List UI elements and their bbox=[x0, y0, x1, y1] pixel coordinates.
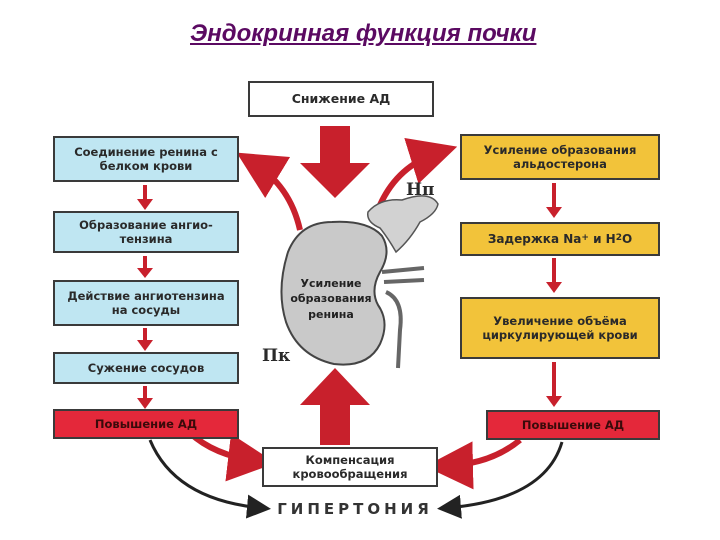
top-box-pressure-drop: Снижение АД bbox=[248, 81, 434, 117]
arrow-right-to-bottom bbox=[425, 437, 522, 490]
left-box-renin-binding: Соединение ренина с белком крови bbox=[53, 136, 239, 182]
big-down-arrow bbox=[300, 126, 370, 198]
kidney-shape bbox=[280, 220, 388, 366]
retention-mid: и Н bbox=[588, 231, 616, 246]
kidney-label: Усиление образования ренина bbox=[290, 277, 372, 321]
retention-sup: + bbox=[581, 233, 589, 244]
retention-prefix: Задержка Na bbox=[487, 231, 582, 246]
arc-right-to-hypertension bbox=[437, 441, 564, 519]
left-box-pressure-rise: Повышение АД bbox=[53, 409, 239, 439]
left-chain-arrows bbox=[137, 185, 153, 409]
left-box-angiotensin-formation: Образование ангио-тензина bbox=[53, 211, 239, 253]
adrenal-gland bbox=[367, 195, 439, 254]
hypertension-label: ГИПЕРТОНИЯ bbox=[277, 500, 433, 518]
left-box-vasoconstriction: Сужение сосудов bbox=[53, 352, 239, 384]
right-box-pressure-rise: Повышение АД bbox=[486, 410, 660, 440]
curved-arrow-right bbox=[377, 137, 458, 207]
arc-left-to-hypertension bbox=[148, 439, 271, 519]
retention-suffix: О bbox=[621, 231, 633, 246]
ureter bbox=[385, 290, 403, 369]
right-chain-arrows bbox=[546, 183, 562, 407]
bottom-box-compensation: Компенсация кровообращения bbox=[262, 447, 438, 487]
page-title: Эндокринная функция почки bbox=[190, 20, 537, 47]
curved-arrow-left bbox=[236, 152, 303, 231]
big-up-arrow bbox=[300, 368, 370, 445]
right-box-aldosterone: Усиление образования альдостерона bbox=[460, 134, 660, 180]
renal-vessels bbox=[381, 266, 425, 284]
label-np: Нп bbox=[406, 180, 435, 200]
left-box-angiotensin-action: Действие ангиотензина на сосуды bbox=[53, 280, 239, 326]
retention-sub: 2 bbox=[615, 233, 622, 244]
label-pk: Пк bbox=[262, 346, 291, 366]
right-box-blood-volume: Увеличение объёма циркулирующей крови bbox=[460, 297, 660, 359]
